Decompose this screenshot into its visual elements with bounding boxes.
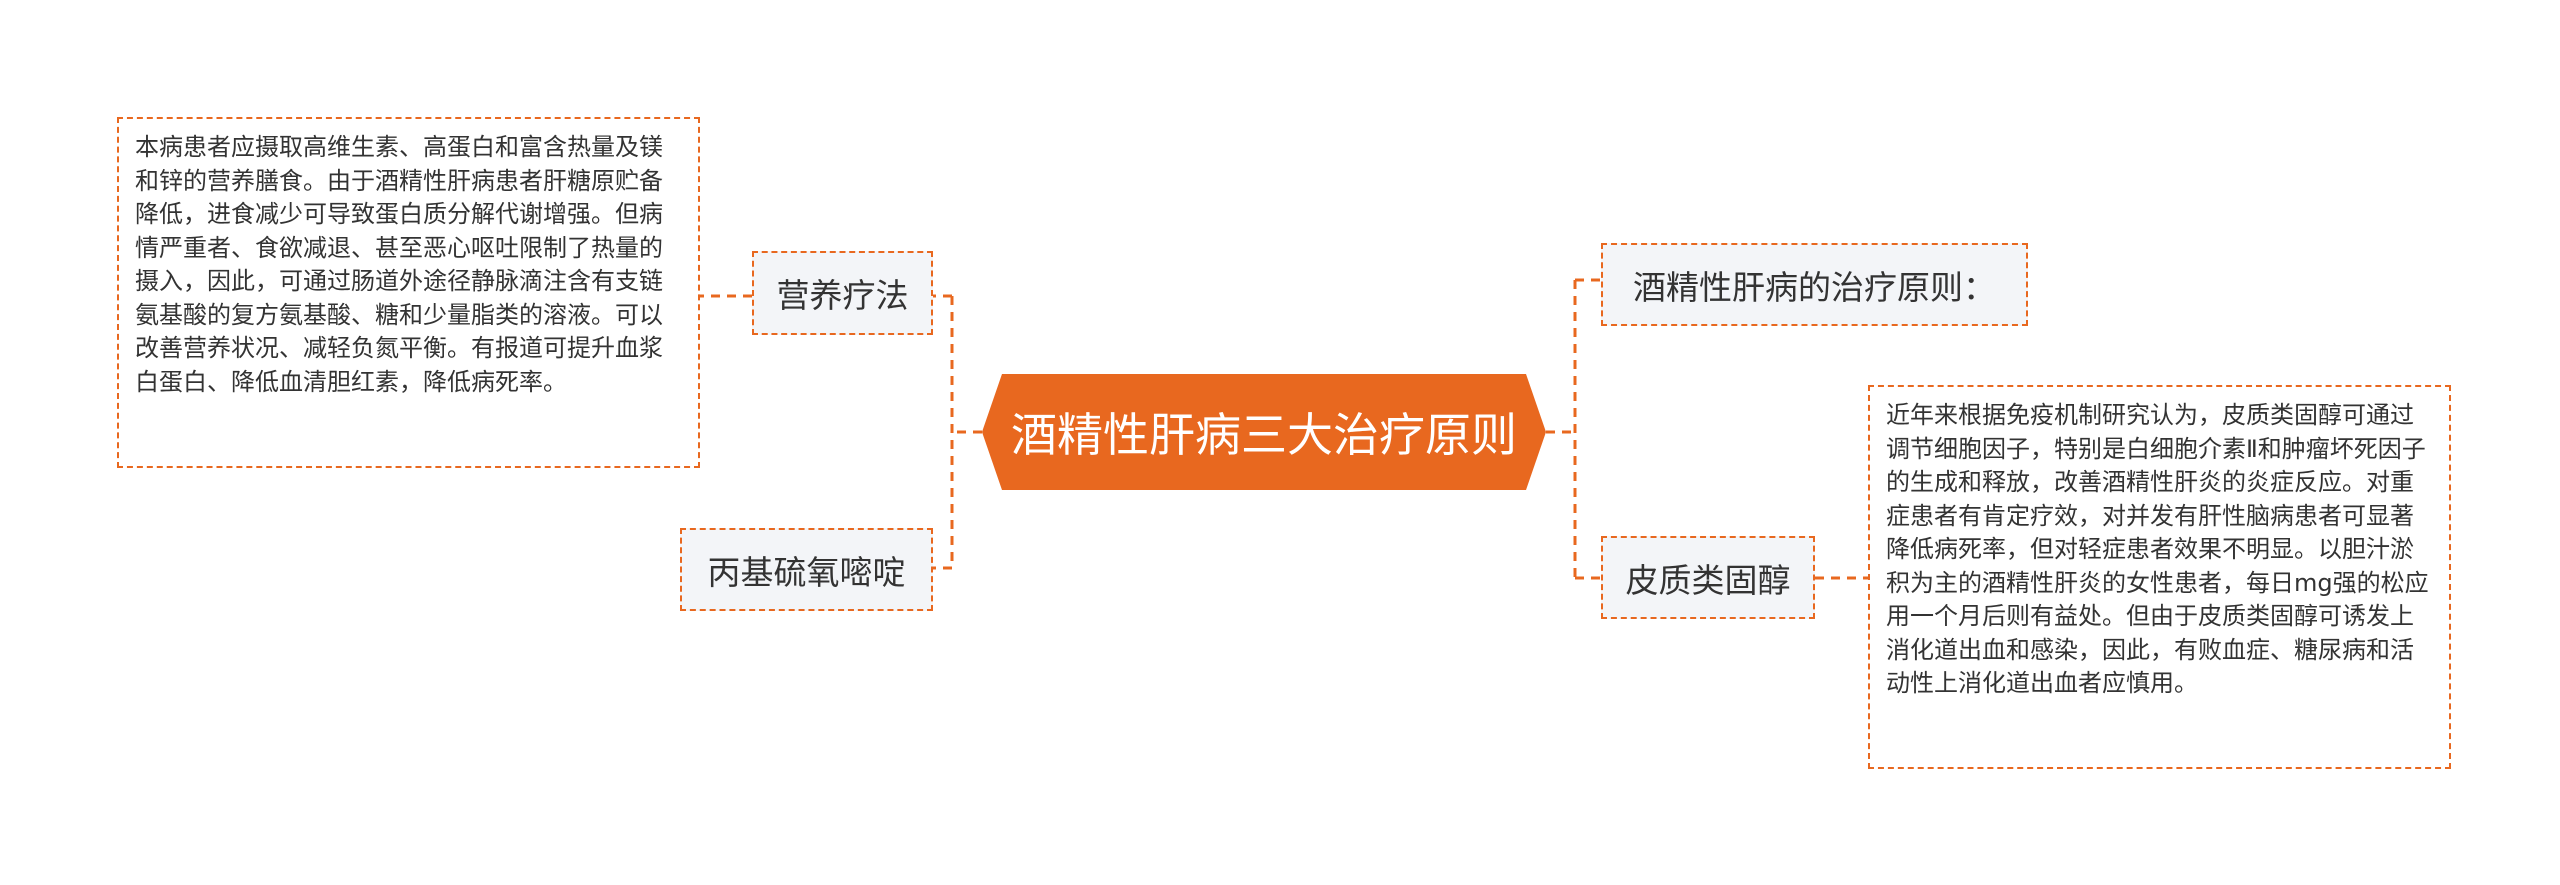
topic-nutrition-therapy[interactable]: 营养疗法 <box>752 251 933 335</box>
root-topic-shape <box>982 374 1546 490</box>
topic-propylthiouracil[interactable]: 丙基硫氧嘧啶 <box>680 528 933 611</box>
topic-corticosteroid-label: 皮质类固醇 <box>1625 560 1791 600</box>
root-topic[interactable]: 酒精性肝病三大治疗原则 <box>982 374 1546 490</box>
note-nutrition-therapy-text: 本病患者应摄取高维生素、高蛋白和富含热量及镁和锌的营养膳食。由于酒精性肝病患者肝… <box>135 133 663 396</box>
note-nutrition-therapy: 本病患者应摄取高维生素、高蛋白和富含热量及镁和锌的营养膳食。由于酒精性肝病患者肝… <box>117 117 700 468</box>
topic-propylthiouracil-label: 丙基硫氧嘧啶 <box>707 552 906 592</box>
topic-corticosteroid[interactable]: 皮质类固醇 <box>1601 536 1815 619</box>
topic-treatment-principles[interactable]: 酒精性肝病的治疗原则： <box>1601 243 2028 326</box>
topic-treatment-principles-label: 酒精性肝病的治疗原则： <box>1633 267 1996 307</box>
topic-nutrition-therapy-label: 营养疗法 <box>776 276 909 315</box>
root-topic-title: 酒精性肝病三大治疗原则 <box>1011 408 1517 462</box>
note-corticosteroid-text: 近年来根据免疫机制研究认为，皮质类固醇可通过调节细胞因子，特别是白细胞介素Ⅱ和肿… <box>1886 401 2429 697</box>
connector-root-left-trunk <box>933 294 982 570</box>
connector-root-right-trunk <box>1546 278 1601 580</box>
note-corticosteroid: 近年来根据免疫机制研究认为，皮质类固醇可通过调节细胞因子，特别是白细胞介素Ⅱ和肿… <box>1868 385 2451 769</box>
